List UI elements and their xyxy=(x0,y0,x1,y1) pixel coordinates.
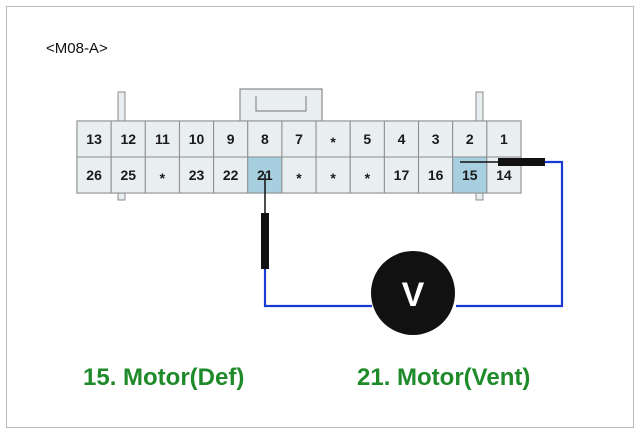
wire-pin-15 xyxy=(456,160,564,308)
pin-cell-4 xyxy=(383,120,420,158)
connector-label: <M08-A> xyxy=(46,40,108,57)
probe-21 xyxy=(261,213,269,269)
pin-number: 8 xyxy=(261,131,269,147)
voltmeter-symbol: V xyxy=(402,276,425,314)
pin-cell-3 xyxy=(418,120,454,158)
pin-cell-13 xyxy=(76,120,112,158)
pin-number: 17 xyxy=(394,167,410,183)
pin-number: * xyxy=(296,170,302,186)
wire-pin-21 xyxy=(263,268,372,308)
pin-cell-empty xyxy=(281,156,317,194)
pin-label-21: 21. Motor(Vent) xyxy=(357,364,531,391)
pin-number: 13 xyxy=(86,131,102,147)
pin-label-15: 15. Motor(Def) xyxy=(83,364,245,391)
pin-number: * xyxy=(330,170,336,186)
pin-number: 15 xyxy=(462,167,478,183)
pin-number: 22 xyxy=(223,167,239,183)
pin-number: 1 xyxy=(500,131,508,147)
probe-15 xyxy=(498,158,545,166)
pin-number: 11 xyxy=(155,131,170,147)
connector-latch xyxy=(239,88,323,121)
pin-cell-9 xyxy=(213,120,249,158)
pin-number: 12 xyxy=(120,131,136,147)
pin-cell-1 xyxy=(486,120,522,158)
pin-number: * xyxy=(160,170,166,186)
pin-number: 10 xyxy=(189,131,205,147)
pin-cell-22 xyxy=(213,156,249,194)
pin-number: 14 xyxy=(496,167,512,183)
pin-number: 4 xyxy=(398,131,406,147)
voltmeter-icon: V xyxy=(371,251,455,335)
pin-number: 5 xyxy=(363,131,371,147)
pin-number: 9 xyxy=(227,131,235,147)
pin-number: 25 xyxy=(120,167,136,183)
pin-number: 16 xyxy=(428,167,444,183)
pin-cell-empty xyxy=(315,120,351,158)
pin-cell-empty xyxy=(144,156,180,194)
pin-number: 23 xyxy=(189,167,205,183)
pin-cell-empty xyxy=(349,156,385,194)
pin-number: 26 xyxy=(86,167,102,183)
pin-cell-7 xyxy=(281,120,317,158)
pin-number: 2 xyxy=(466,131,474,147)
pin-cell-26 xyxy=(76,156,112,194)
pin-number: 7 xyxy=(295,131,303,147)
pin-cell-15 xyxy=(452,156,488,194)
diagram-frame xyxy=(6,6,634,428)
pin-number: * xyxy=(365,170,371,186)
pin-cell-5 xyxy=(349,120,385,158)
pin-number: * xyxy=(330,134,336,150)
pin-cell-8 xyxy=(247,120,283,158)
pin-number: 3 xyxy=(432,131,440,147)
